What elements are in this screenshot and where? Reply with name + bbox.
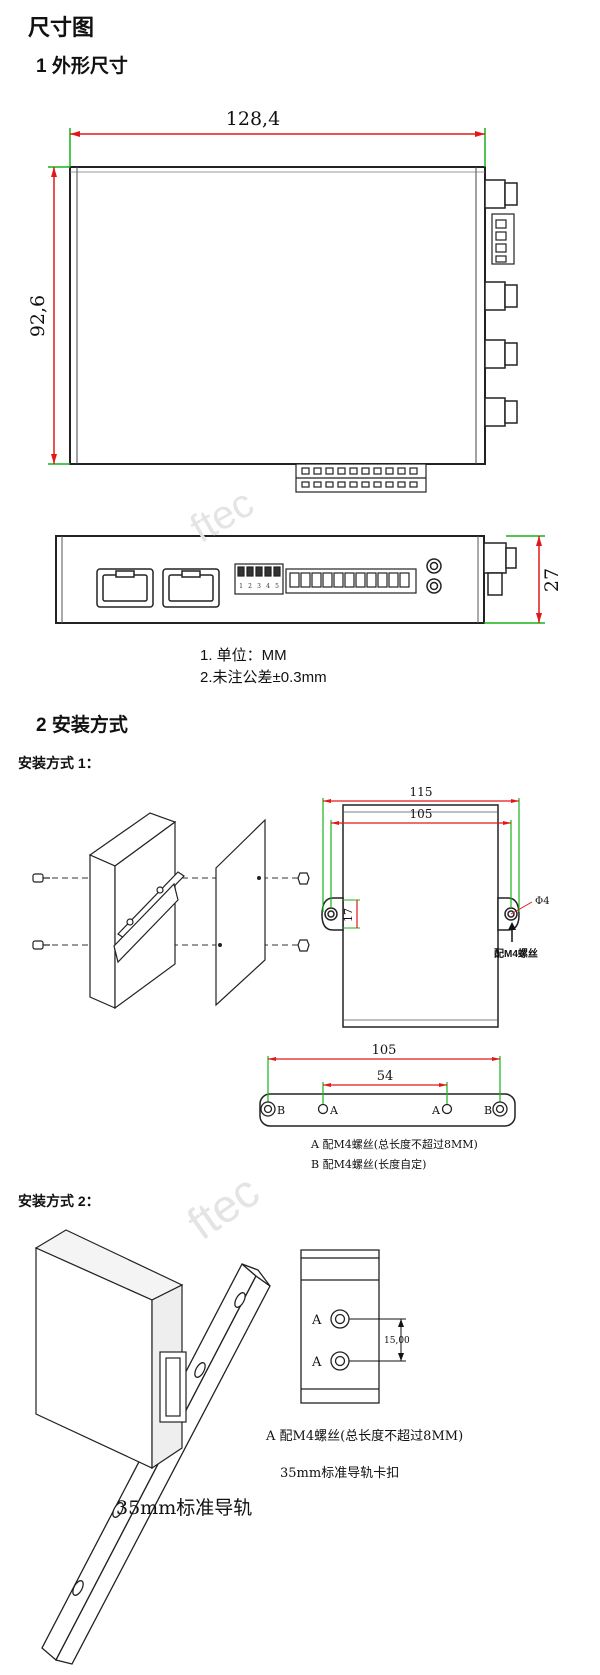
clip-hole-label-a2: A — [311, 1355, 322, 1370]
device-on-rail — [34, 1229, 187, 1470]
rail-label: 35mm标准导轨 — [116, 1497, 253, 1519]
clip-label: 35mm标准导轨卡扣 — [280, 1466, 400, 1481]
rail-clip — [300, 1249, 380, 1404]
svg-text:4: 4 — [266, 583, 270, 590]
note-tolerance: 2.未注公差±0.3mm — [200, 669, 327, 686]
mounting-bracket — [259, 1093, 516, 1127]
front-terminal-block — [285, 568, 417, 594]
method-1-heading: 安装方式 1： — [18, 755, 100, 771]
led-indicators — [426, 558, 442, 594]
dim-105-label: 105 — [410, 807, 433, 821]
screw-left-top — [32, 873, 50, 883]
svg-text:1: 1 — [239, 583, 243, 590]
mounting-panel — [215, 818, 266, 1007]
device-top-view — [69, 166, 486, 465]
rj45-port-2 — [162, 568, 220, 608]
bracket-dim-105-label: 105 — [372, 1043, 397, 1058]
bracket-hole-labels: B A A B — [277, 1104, 492, 1117]
height-dimension-label: 92,6 — [27, 295, 49, 337]
method-1-legend-b: B 配M4螺丝(长度自定) — [311, 1158, 427, 1171]
svg-text:3: 3 — [257, 583, 261, 590]
front-side-connector — [483, 542, 517, 596]
bracket-dim-54-label: 54 — [377, 1069, 394, 1084]
outline-dimension-drawing: 128,4 92,6 — [27, 108, 563, 624]
method-1-legend-a: A 配M4螺丝(总长度不超过8MM) — [311, 1138, 478, 1151]
svg-text:2: 2 — [248, 583, 252, 590]
device-mount-view — [342, 804, 499, 1028]
terminal-block — [295, 463, 427, 493]
dim-17-label: 17 — [342, 908, 355, 922]
dim-115-label: 115 — [410, 785, 433, 799]
bnc-connectors — [484, 179, 518, 427]
dim-hole-label: Φ4 — [535, 896, 550, 907]
page-title: 尺寸图 — [28, 15, 95, 40]
depth-dimension-label: 27 — [541, 568, 563, 592]
method-2-legend-a: A 配M4螺丝(总长度不超过8MM) — [266, 1429, 464, 1444]
svg-text:B: B — [484, 1104, 492, 1117]
clip-hole-label-a1: A — [311, 1313, 322, 1328]
sma-connector — [491, 213, 515, 265]
bracket-holes — [260, 1101, 508, 1117]
svg-text:A: A — [329, 1104, 339, 1117]
note-unit: 1. 单位：MM — [200, 647, 287, 664]
clip-spacing-label: 15,00 — [384, 1336, 410, 1346]
nuts — [297, 872, 310, 952]
section-2-heading: 2 安装方式 — [36, 715, 128, 736]
mounting-method-1-drawing: 115 105 17 Φ4 配M4螺丝 105 54 B A A B — [32, 785, 550, 1127]
isometric-device — [88, 812, 185, 1010]
mounting-method-2-drawing: 15,00 A A — [34, 1229, 410, 1665]
screw-left-bottom — [32, 940, 50, 950]
svg-text:B: B — [277, 1104, 285, 1117]
width-dimension-label: 128,4 — [226, 108, 280, 130]
section-1-heading: 1 外形尺寸 — [36, 56, 128, 77]
dip-pin-labels: 1 2 3 4 5 — [239, 583, 279, 590]
screw-label: 配M4螺丝 — [494, 947, 538, 960]
method-2-heading: 安装方式 2： — [18, 1193, 100, 1209]
rj45-port-1 — [96, 568, 154, 608]
dip-switch — [234, 563, 284, 595]
svg-text:A: A — [431, 1104, 441, 1117]
svg-text:5: 5 — [275, 583, 279, 590]
